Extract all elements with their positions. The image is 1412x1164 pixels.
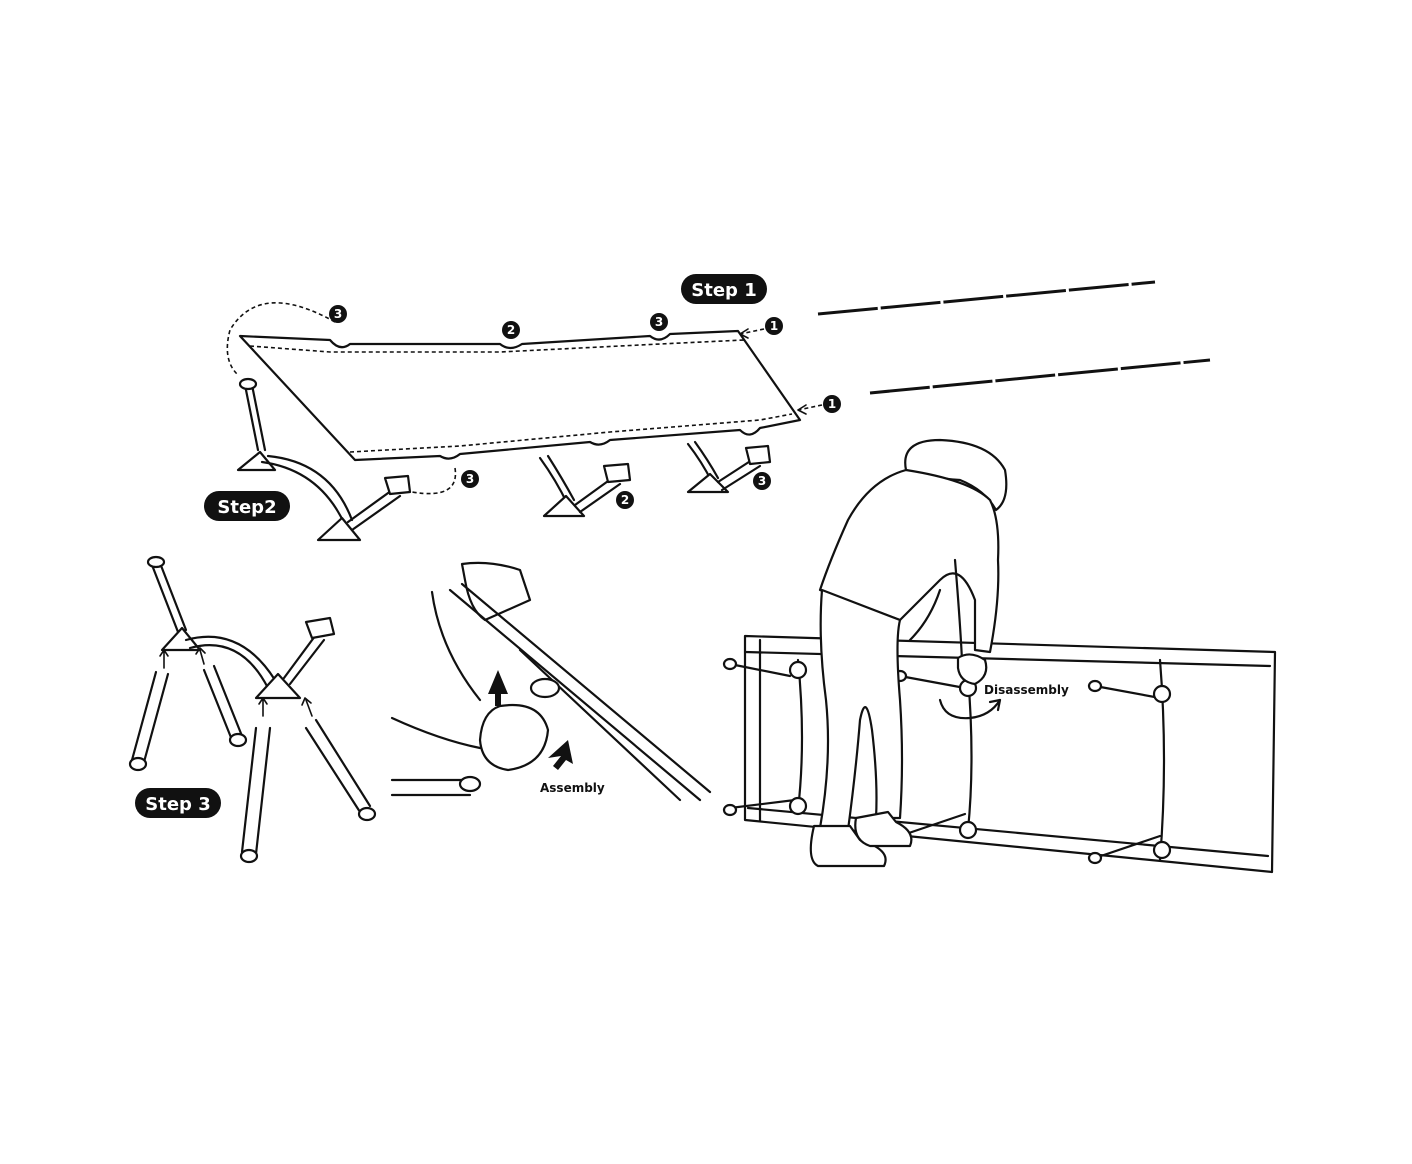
marker-3-top-right: 3 <box>650 313 668 331</box>
marker-3-top-left: 3 <box>329 305 347 323</box>
disassembly-illustration: Disassembly <box>722 438 1277 874</box>
step3-label: Step 3 <box>135 788 221 818</box>
step2-illustration: Step2 <box>204 377 772 542</box>
svg-text:2: 2 <box>621 493 629 507</box>
svg-text:Step 3: Step 3 <box>145 794 210 815</box>
leg-tube-2 <box>202 664 248 748</box>
assembly-illustration: Assembly <box>390 561 712 802</box>
leg-frame-left <box>236 377 412 542</box>
person-figure <box>809 438 1008 868</box>
svg-text:1: 1 <box>828 397 836 411</box>
svg-text:1: 1 <box>770 319 778 333</box>
step3-illustration: Step 3 <box>128 555 377 864</box>
marker-1-lower: 1 <box>823 395 841 413</box>
svg-text:2: 2 <box>507 323 515 337</box>
marker-2-top: 2 <box>502 321 520 339</box>
leg-tube-4 <box>304 718 377 822</box>
svg-text:Step 1: Step 1 <box>691 280 756 301</box>
leg-tube-3 <box>239 726 272 864</box>
svg-text:3: 3 <box>655 315 663 329</box>
assembled-cot <box>722 634 1277 874</box>
leg-frame-middle <box>538 454 632 518</box>
svg-text:3: 3 <box>466 472 474 486</box>
side-pole-lower <box>869 358 1211 395</box>
leg-tube-1 <box>128 670 170 772</box>
marker-2-bottom: 2 <box>616 491 634 509</box>
svg-text:Assembly: Assembly <box>540 781 605 795</box>
svg-text:3: 3 <box>334 307 342 321</box>
leg-frame-right <box>686 440 772 494</box>
step2-label: Step2 <box>204 491 290 521</box>
step1-label: Step 1 <box>681 274 767 304</box>
marker-3-bottom-left: 3 <box>461 470 479 488</box>
svg-text:3: 3 <box>758 474 766 488</box>
svg-text:Step2: Step2 <box>217 497 276 518</box>
marker-1-upper: 1 <box>765 317 783 335</box>
side-pole-upper <box>817 280 1156 316</box>
marker-3-bottom-right: 3 <box>753 472 771 490</box>
svg-text:Disassembly: Disassembly <box>984 683 1069 697</box>
step1-illustration: Step 1 3 2 3 1 <box>226 274 1211 509</box>
